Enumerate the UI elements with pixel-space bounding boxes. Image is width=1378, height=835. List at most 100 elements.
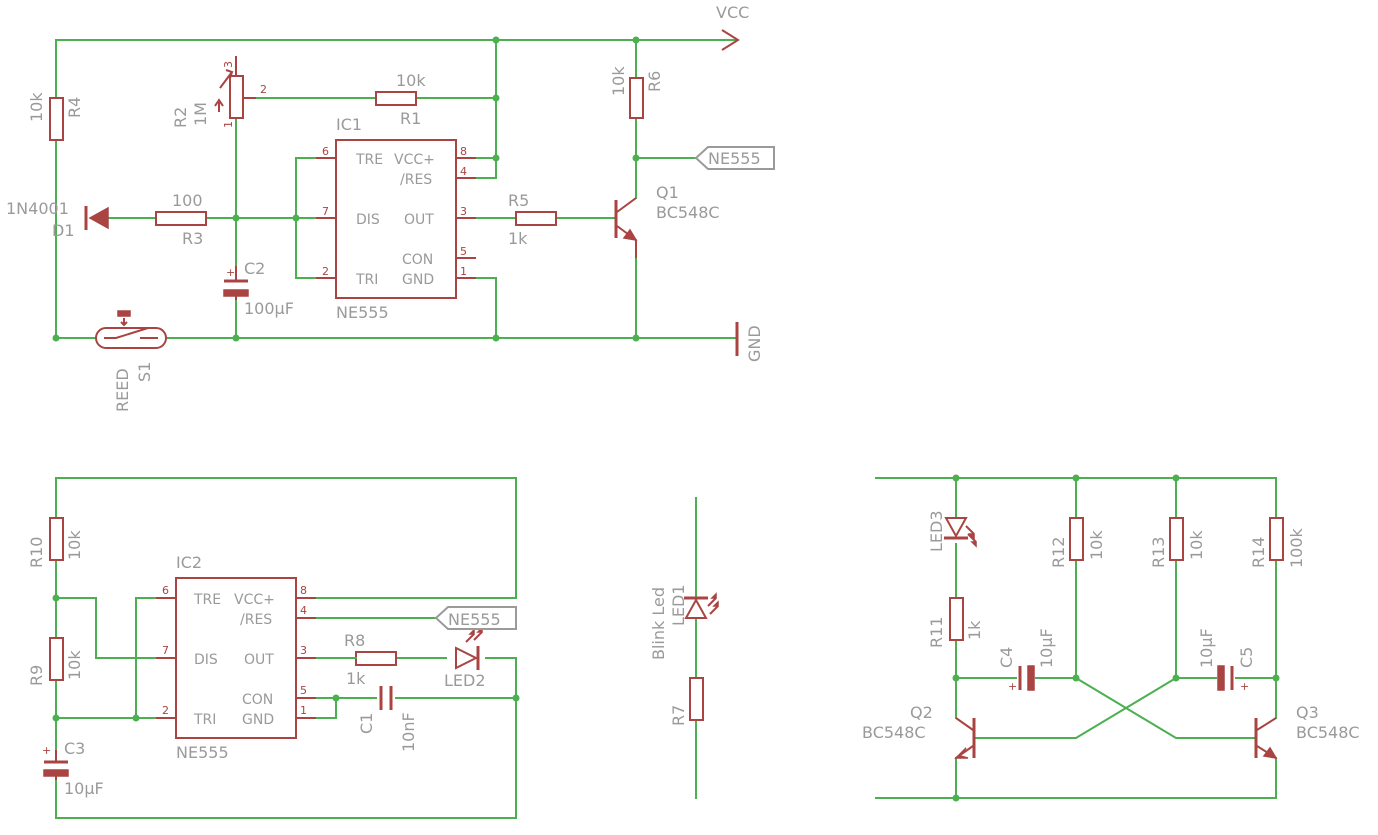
led3-name: LED3 [927, 510, 946, 552]
r6-name: R6 [645, 71, 664, 92]
ic2-name: IC2 [176, 553, 202, 572]
c5-name: C5 [1237, 647, 1256, 668]
ic1-pin-out: OUT [404, 212, 434, 228]
d1-value: 1N4001 [6, 199, 69, 218]
circuit-1: VCC GND 10k R4 1N4001 D1 100 R3 [6, 3, 775, 412]
c2-name: C2 [244, 259, 265, 278]
ic2-value: NE555 [176, 743, 229, 762]
resistor-r6: 10k R6 [609, 66, 664, 119]
gnd-symbol: GND [735, 322, 764, 362]
resistor-r4: 10k R4 [27, 92, 84, 141]
ic2-num-7: 7 [162, 644, 169, 657]
r3-name: R3 [182, 229, 203, 248]
q2-name: Q2 [910, 703, 933, 722]
resistor-r5: R5 1k [508, 191, 557, 248]
ic1-pin-tre: TRE [355, 152, 383, 168]
ic2-pin-vcc: VCC+ [234, 592, 275, 608]
r2-value: 1M [191, 102, 210, 126]
resistor-r3: 100 R3 [155, 191, 207, 248]
ic1-num-2: 2 [322, 265, 329, 278]
ic1-pin-vcc: VCC+ [394, 152, 435, 168]
transistor-q2: Q2 BC548C [862, 703, 976, 759]
ic1-value: NE555 [336, 303, 389, 322]
r8-name: R8 [344, 631, 365, 650]
r8-value: 1k [346, 669, 366, 688]
d1-name: D1 [52, 221, 75, 240]
diode-d1: 1N4001 D1 [6, 199, 109, 240]
r4-value: 10k [27, 92, 46, 122]
potentiometer-r2: 3 1 2 R2 1M [171, 56, 267, 128]
ic1-pin-res: /RES [400, 172, 432, 188]
r9-value: 10k [65, 650, 84, 680]
led1-name: LED1 [669, 584, 688, 626]
r10-value: 10k [65, 530, 84, 560]
q1-value: BC548C [656, 203, 720, 222]
resistor-r13: R13 10k [1149, 517, 1206, 568]
ic2-num-5: 5 [300, 684, 307, 697]
ne555-net-tag-2: NE555 [434, 606, 517, 630]
ic1-pin-dis: DIS [356, 212, 380, 228]
r12-value: 10k [1087, 530, 1106, 560]
reed-switch-s1: REED S1 [95, 310, 167, 412]
r6-value: 10k [609, 66, 628, 96]
c4-plus: + [1008, 680, 1017, 693]
resistor-r12: R12 10k [1049, 517, 1106, 568]
ic2-pin-gnd: GND [242, 712, 274, 728]
capacitor-c1: C1 10nF [357, 686, 418, 752]
ic1-name: IC1 [336, 115, 362, 134]
ic1-pin-gnd: GND [402, 272, 434, 288]
ic2-pin-tri: TRI [193, 712, 216, 728]
c3-value: 10µF [64, 779, 104, 798]
ic1-num-4: 4 [460, 165, 467, 178]
c1-value: 10nF [399, 712, 418, 752]
ic2-num-8: 8 [300, 584, 307, 597]
led1-value: Blink Led [649, 587, 668, 660]
ic2-num-1: 1 [300, 704, 307, 717]
c3-name: C3 [64, 739, 85, 758]
circuit-4: LED3 R11 1k R12 10k R13 10k R14 100k + C… [862, 474, 1360, 802]
circuit-3: Blink Led LED1 R7 [649, 497, 719, 799]
ic2-num-4: 4 [300, 604, 307, 617]
vcc-symbol: VCC [716, 3, 749, 51]
ne555-net-tag-1: NE555 [694, 146, 775, 170]
transistor-q3: Q3 BC548C [1254, 703, 1360, 760]
r2-name: R2 [171, 107, 190, 128]
r12-name: R12 [1049, 537, 1068, 568]
ic2-pin-res: /RES [240, 612, 272, 628]
resistor-r10: R10 10k [27, 517, 84, 568]
r7-name: R7 [669, 705, 688, 726]
resistor-r9: R9 10k [27, 637, 84, 686]
r2-pin3: 3 [222, 61, 235, 68]
ic1-num-6: 6 [322, 145, 329, 158]
r13-value: 10k [1187, 530, 1206, 560]
capacitor-c2: + C2 100µF [223, 259, 294, 318]
c2-plus: + [226, 266, 235, 279]
circuit-2: R10 10k R9 10k + C3 10µF TRE VCC+ /RES D… [27, 477, 520, 819]
r5-value: 1k [508, 229, 528, 248]
resistor-r8: R8 1k [335, 631, 397, 688]
ic2-ne555: TRE VCC+ /RES DIS OUT CON TRI GND 6 7 2 … [156, 553, 316, 762]
led-led3: LED3 [927, 510, 977, 552]
r4-name: R4 [65, 97, 84, 118]
r10-name: R10 [27, 537, 46, 568]
ic1-ne555: TRE VCC+ /RES DIS OUT CON TRI GND 6 7 2 … [316, 115, 476, 322]
ic1-num-3: 3 [460, 205, 467, 218]
led-led2: LED2 [444, 626, 486, 690]
r1-name: R1 [400, 109, 421, 128]
resistor-r1: 10k R1 [375, 71, 426, 128]
r14-name: R14 [1249, 537, 1268, 568]
q2-value: BC548C [862, 723, 926, 742]
ic2-num-3: 3 [300, 644, 307, 657]
q1-name: Q1 [656, 183, 679, 202]
led-led1: Blink Led LED1 [649, 584, 719, 660]
c3-plus: + [42, 744, 51, 757]
q3-value: BC548C [1296, 723, 1360, 742]
r2-pin1: 1 [222, 121, 235, 128]
c4-name: C4 [997, 647, 1016, 668]
ne555-tag-2-label: NE555 [448, 610, 501, 629]
ic1-num-8: 8 [460, 145, 467, 158]
s1-name: S1 [135, 362, 154, 382]
ic2-pin-con: CON [242, 692, 273, 708]
r3-value: 100 [172, 191, 203, 210]
